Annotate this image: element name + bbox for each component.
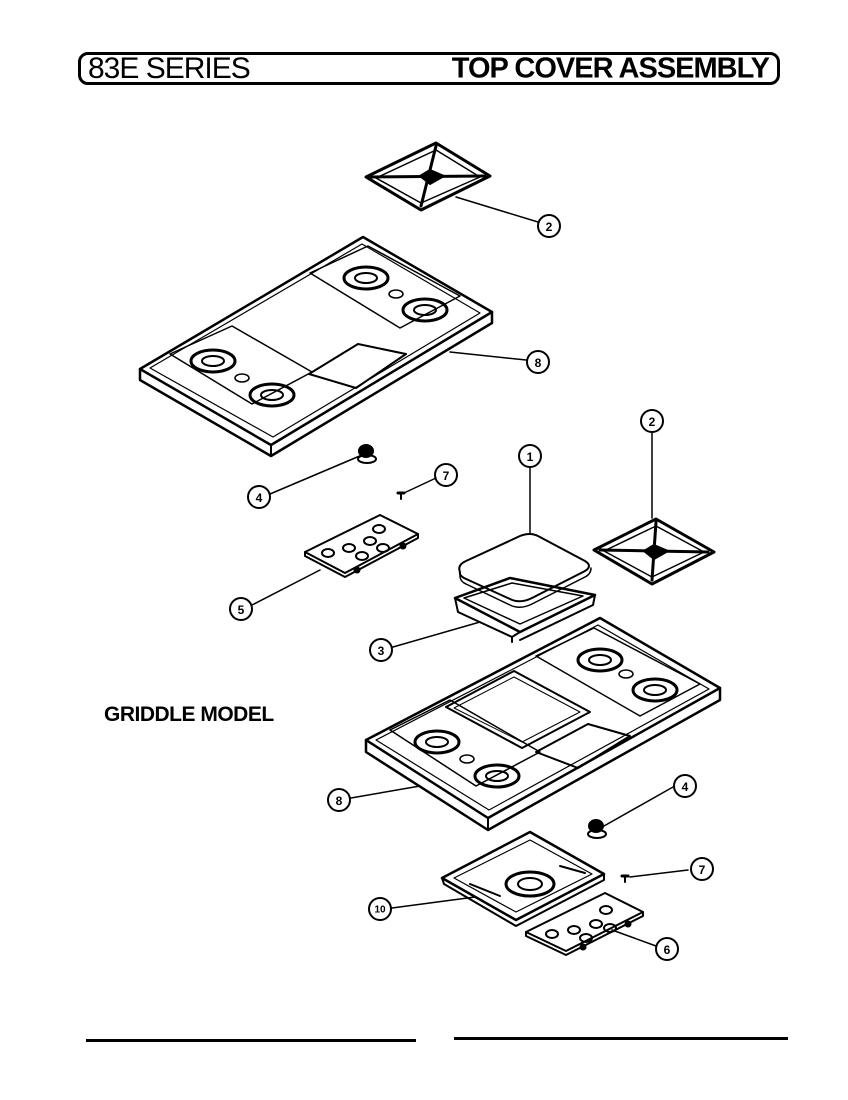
callout-number: 6 [664,943,671,957]
callout-number: 4 [256,491,263,505]
griddle-model-label: GRIDDLE MODEL [104,703,274,726]
griddle-burner-tray [440,830,606,927]
callout-number: 7 [699,863,706,877]
control-panel-lower [525,892,644,956]
callout-circle [518,444,542,468]
callout-number: 7 [443,469,450,483]
burner-grate-upper [364,141,492,212]
burner-grate-lower [592,517,716,586]
leader-lines [251,196,689,947]
cooktop-top-cover-griddle [364,616,722,832]
cooktop-top-cover-upper [138,235,494,458]
callout-circle [368,897,392,921]
screw-upper [396,491,406,500]
assembly-title: TOP COVER ASSEMBLY [451,52,770,84]
control-knob-upper [357,444,377,464]
griddle-plate [458,533,592,608]
callout-circle [537,214,561,238]
callout-circle [434,463,458,487]
callout-number: 5 [238,603,245,617]
callout-circle [526,350,550,374]
callout-number: 1 [527,450,534,464]
callout-circle [247,485,271,509]
title-banner: 83E SERIES TOP COVER ASSEMBLY [78,52,780,85]
callout-number: 2 [546,220,553,234]
callout-number: 8 [535,356,542,370]
series-title: 83E SERIES [88,51,251,85]
footer-rule-left [86,1039,416,1042]
callout-circle [327,788,351,812]
callout-circle [655,937,679,961]
callout-circle [690,857,714,881]
callout-number: 10 [374,905,386,916]
callout-circle [640,409,664,433]
screw-lower [620,874,630,883]
footer-rule-right [454,1037,788,1040]
callout-number: 2 [649,415,656,429]
callout-number: 4 [682,780,689,794]
callout-circle [369,638,393,662]
control-knob-lower [587,819,607,839]
callout-number: 8 [336,794,343,808]
griddle-support-frame [453,576,597,643]
callout-numbers: 2 8 4 7 5 1 2 3 8 4 7 10 6 [238,220,706,957]
callout-circle [673,774,697,798]
control-panel-upper [304,514,419,578]
callout-number: 3 [378,644,385,658]
callout-circle [229,597,253,621]
callout-circles [229,214,714,961]
